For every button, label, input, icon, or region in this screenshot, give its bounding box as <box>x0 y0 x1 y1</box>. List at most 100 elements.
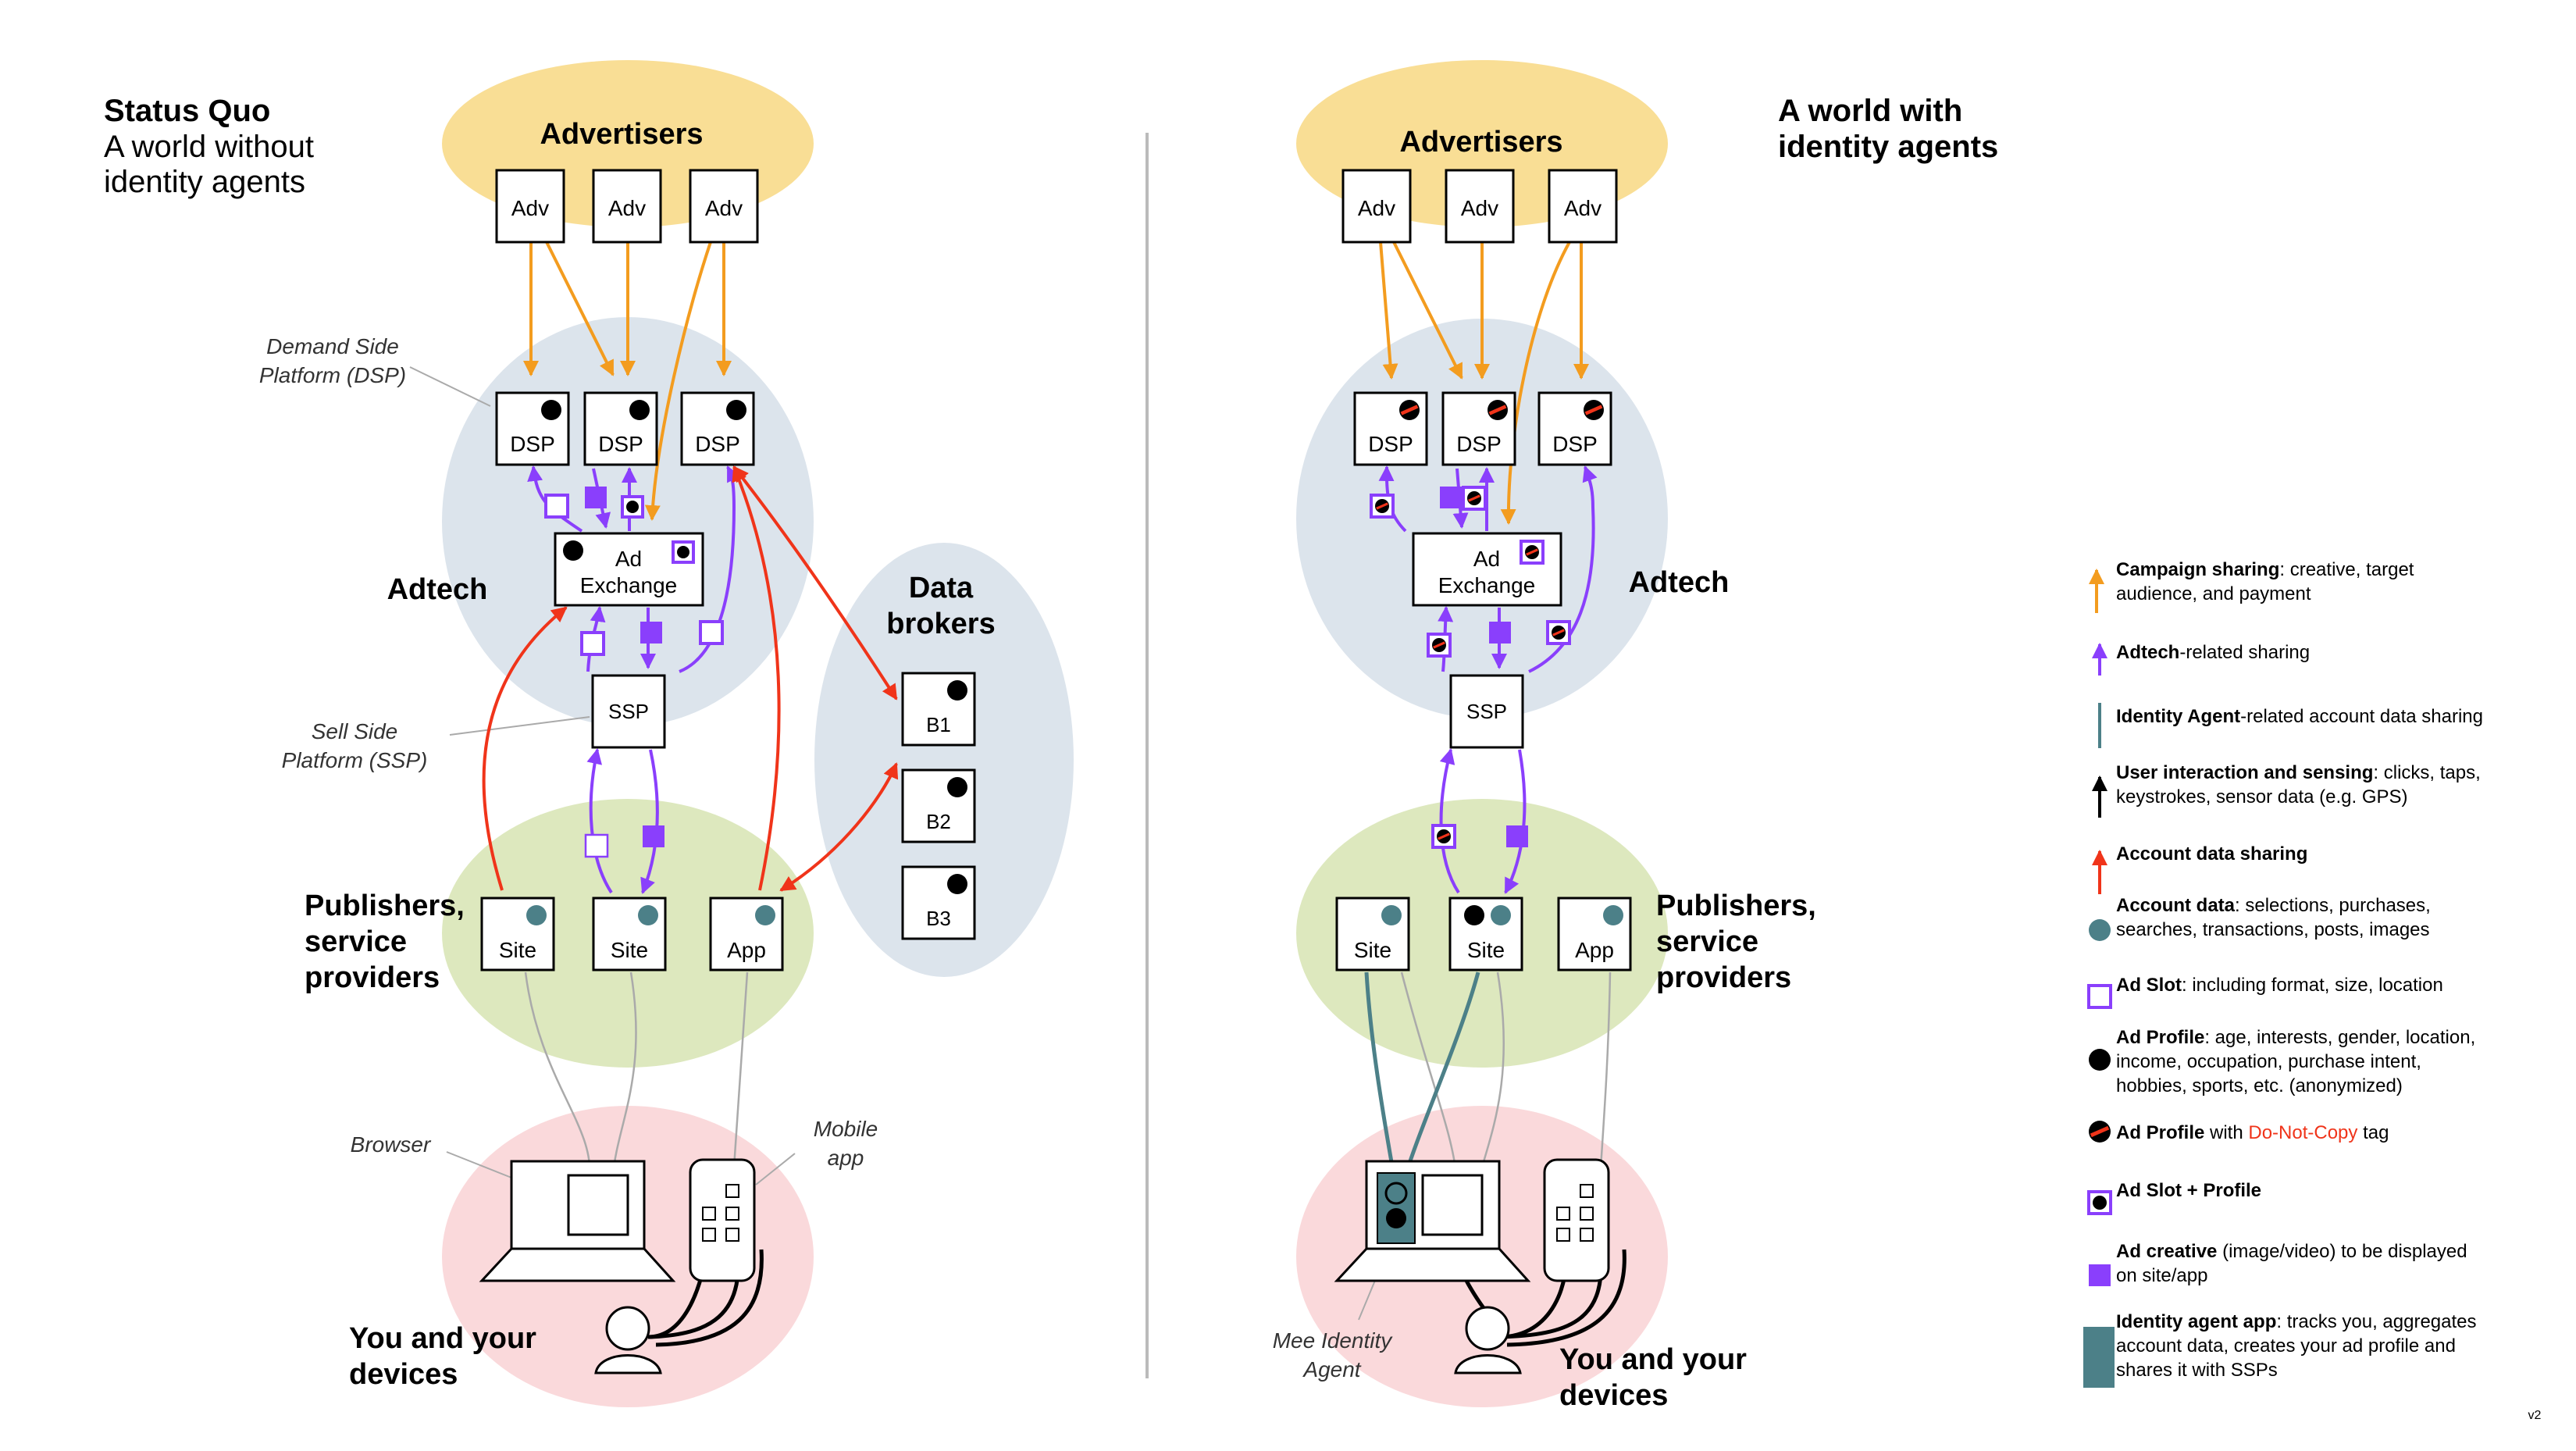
left-brokers-label-1: Data <box>909 572 974 604</box>
ad-creative-icon <box>640 622 662 644</box>
right-ad-exchange: Ad Exchange <box>1412 532 1562 607</box>
ad-profile-icon <box>947 777 967 797</box>
left-adtech-label: Adtech <box>387 573 488 606</box>
legend-text: Campaign sharing: creative, targetaudien… <box>2116 559 2483 1381</box>
right-dsp-label-3: DSP <box>1552 432 1598 456</box>
legend-item-7: Ad Slot: including format, size, locatio… <box>2116 975 2443 996</box>
slot-do-not-copy-icon <box>1431 824 1456 849</box>
right-publisher-boxes: Site Site App <box>1335 897 1632 971</box>
do-not-copy-icon <box>2089 1121 2111 1143</box>
ad-creative-icon <box>1506 825 1528 847</box>
left-title-line-2: identity agents <box>104 165 305 199</box>
left-red-arrows <box>482 465 899 892</box>
do-not-copy-icon <box>1399 400 1420 420</box>
ad-creative-icon <box>643 825 664 847</box>
legend-item-12: Identity agent app: tracks you, aggregat… <box>2116 1311 2477 1332</box>
legend-item-8-line: hobbies, sports, etc. (anonymized) <box>2116 1075 2403 1096</box>
left-ssp-annotation-2: Platform (SSP) <box>282 748 428 772</box>
legend-item-6-line: searches, transactions, posts, images <box>2116 919 2430 940</box>
left-dsp-boxes: DSP DSP DSP <box>495 391 755 466</box>
do-not-copy-icon <box>1488 400 1508 420</box>
right-title-line-2: identity agents <box>1778 130 1998 164</box>
account-data-icon <box>526 905 547 925</box>
do-not-copy-markers <box>1370 400 1604 849</box>
left-publisher-boxes: Site Site App <box>480 897 784 971</box>
ad-profile-icon <box>563 540 583 561</box>
right-pub-label-3: App <box>1575 938 1614 962</box>
left-title-bold: Status Quo <box>104 94 270 128</box>
slot-profile-icon <box>621 495 644 519</box>
left-pub-label-1: Site <box>499 938 536 962</box>
do-not-copy-icon <box>1467 491 1481 505</box>
right-adtech-bg <box>1296 319 1668 718</box>
ad-slot-icon <box>584 833 609 858</box>
left-ad-exchange: Ad Exchange <box>554 532 704 607</box>
legend-item-1-line: audience, and payment <box>2116 583 2311 604</box>
right-phone-icon <box>1543 1158 1610 1282</box>
right-adv-label-1: Adv <box>1358 196 1395 220</box>
legend-item-4: User interaction and sensing: clicks, ta… <box>2116 762 2481 783</box>
left-advertisers-label: Advertisers <box>540 118 703 151</box>
do-not-copy-icon <box>1525 545 1539 559</box>
slot-do-not-copy-icon <box>1462 486 1487 511</box>
legend-item-12-line: shares it with SSPs <box>2116 1360 2278 1381</box>
right-adtech-label: Adtech <box>1629 566 1730 599</box>
legend-item-9: Ad Profile with Do-Not-Copy tag <box>2116 1122 2389 1143</box>
left-broker-2: B2 <box>926 810 951 833</box>
left-you-line-1: You and your <box>349 1322 536 1355</box>
left-adv-label-1: Adv <box>511 196 549 220</box>
left-ssp-label: SSP <box>608 700 649 723</box>
left-pub-label-2: Site <box>611 938 648 962</box>
agent-app-icon <box>2083 1327 2115 1388</box>
left-broker-boxes: B1 B2 B3 <box>901 672 976 940</box>
do-not-copy-icon <box>1432 638 1446 652</box>
account-data-icon <box>1603 905 1623 925</box>
black-dot-icon <box>2089 1049 2111 1071</box>
left-dsp-annotation-1: Demand Side <box>266 334 399 358</box>
slot-do-not-copy-icon <box>1520 540 1545 565</box>
left-annotation-lines <box>409 366 796 1185</box>
legend-item-12-line: account data, creates your ad profile an… <box>2116 1335 2456 1357</box>
left-dsp-label-3: DSP <box>695 432 740 456</box>
right-exchange-line-1: Ad <box>1473 547 1500 571</box>
legend-item-5: Account data sharing <box>2116 843 2307 865</box>
right-adv-label-2: Adv <box>1461 196 1498 220</box>
legend-item-2: Adtech-related sharing <box>2116 642 2310 663</box>
version-label: v2 <box>2528 1409 2542 1422</box>
left-exchange-line-2: Exchange <box>580 573 678 597</box>
left-dsp-label-2: DSP <box>598 432 643 456</box>
left-adv-label-3: Adv <box>705 196 743 220</box>
slot-do-not-copy-icon <box>1427 633 1452 658</box>
ad-profile-icon <box>1464 905 1484 925</box>
do-not-copy-icon <box>1552 626 1566 640</box>
do-not-copy-icon <box>2089 1121 2111 1143</box>
right-user-icon <box>1454 1306 1522 1374</box>
ad-slot-icon <box>2087 984 2112 1009</box>
left-orange-arrows <box>523 241 732 521</box>
left-adv-label-2: Adv <box>608 196 646 220</box>
ad-creative-icon <box>1440 487 1462 508</box>
ad-slot-icon <box>544 494 569 519</box>
left-ssp-annotation-1: Sell Side <box>312 719 398 743</box>
right-device-lines <box>1400 971 1612 1176</box>
left-dsp-label-1: DSP <box>510 432 555 456</box>
teal-dot-icon <box>2089 919 2111 941</box>
legend-item-11-line: on site/app <box>2116 1265 2207 1286</box>
account-data-icon <box>755 905 775 925</box>
legend-item-6: Account data: selections, purchases, <box>2116 895 2431 916</box>
left-device-lines <box>524 971 749 1176</box>
ad-profile-icon <box>947 680 967 701</box>
ad-creative-icon <box>1489 622 1511 644</box>
slot-do-not-copy-icon <box>1370 494 1395 519</box>
right-laptop-icon <box>1334 1160 1531 1282</box>
legend-item-10: Ad Slot + Profile <box>2116 1180 2261 1201</box>
ad-profile-icon <box>541 400 561 420</box>
left-ssp-box: SSP <box>591 674 666 749</box>
legend-item-4-line: keystrokes, sensor data (e.g. GPS) <box>2116 786 2408 807</box>
left-exchange-line-1: Ad <box>615 547 642 571</box>
right-you-line-2: devices <box>1559 1379 1668 1412</box>
right-advertisers-label: Advertisers <box>1399 126 1562 159</box>
right-agent-annotation-2: Agent <box>1302 1357 1361 1381</box>
left-laptop-icon <box>479 1160 676 1282</box>
left-browser-label: Browser <box>351 1132 432 1157</box>
